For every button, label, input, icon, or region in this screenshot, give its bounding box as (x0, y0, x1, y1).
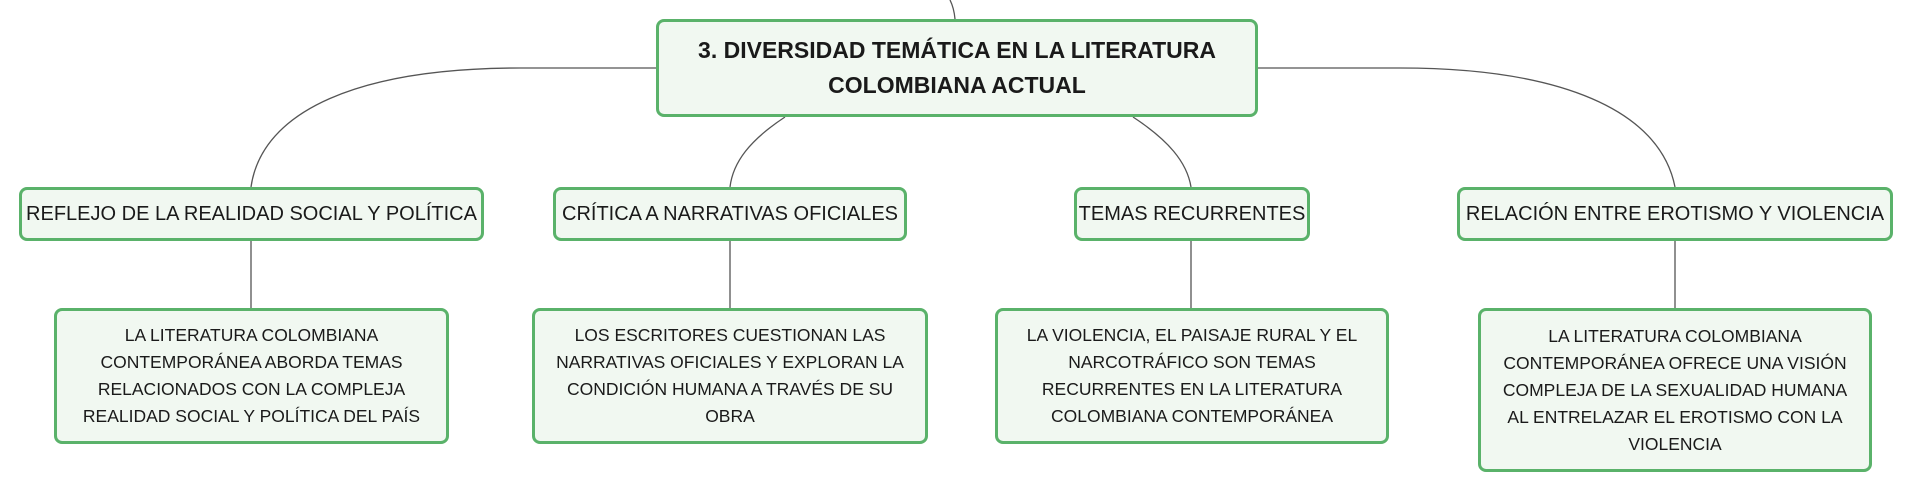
detail-text: LA VIOLENCIA, EL PAISAJE RURAL Y EL NARC… (1026, 325, 1358, 426)
topic-label: CRÍTICA A NARRATIVAS OFICIALES (562, 202, 899, 225)
detail-text: LOS ESCRITORES CUESTIONAN LAS NARRATIVAS… (556, 325, 904, 426)
connector-root-topic-3 (1132, 116, 1192, 188)
connector-root-topic-4 (1258, 67, 1676, 188)
detail-node-temas-recurrentes[interactable]: LA VIOLENCIA, EL PAISAJE RURAL Y EL NARC… (995, 308, 1389, 444)
connector-root-parent (949, 0, 956, 20)
topic-node-narrativas-oficiales[interactable]: CRÍTICA A NARRATIVAS OFICIALES (553, 187, 907, 241)
topic-node-temas-recurrentes[interactable]: TEMAS RECURRENTES (1074, 187, 1310, 241)
detail-node-erotismo-violencia[interactable]: LA LITERATURA COLOMBIANA CONTEMPORÁNEA O… (1478, 308, 1872, 472)
detail-text: LA LITERATURA COLOMBIANA CONTEMPORÁNEA A… (82, 325, 421, 426)
root-node[interactable]: 3. DIVERSIDAD TEMÁTICA EN LA LITERATURA … (656, 19, 1258, 117)
detail-node-narrativas-oficiales[interactable]: LOS ESCRITORES CUESTIONAN LAS NARRATIVAS… (532, 308, 928, 444)
topic-label: TEMAS RECURRENTES (1078, 202, 1306, 225)
topic-label: RELACIÓN ENTRE EROTISMO Y VIOLENCIA (1465, 202, 1885, 225)
topic-label: REFLEJO DE LA REALIDAD SOCIAL Y POLÍTICA (26, 202, 477, 225)
root-title: 3. DIVERSIDAD TEMÁTICA EN LA LITERATURA … (698, 37, 1216, 98)
connector-root-topic-1 (250, 67, 656, 188)
detail-node-social-politica[interactable]: LA LITERATURA COLOMBIANA CONTEMPORÁNEA A… (54, 308, 449, 444)
topic-node-social-politica[interactable]: REFLEJO DE LA REALIDAD SOCIAL Y POLÍTICA (19, 187, 484, 241)
detail-text: LA LITERATURA COLOMBIANA CONTEMPORÁNEA O… (1502, 325, 1848, 454)
connector-root-topic-2 (729, 116, 786, 188)
topic-node-erotismo-violencia[interactable]: RELACIÓN ENTRE EROTISMO Y VIOLENCIA (1457, 187, 1893, 241)
